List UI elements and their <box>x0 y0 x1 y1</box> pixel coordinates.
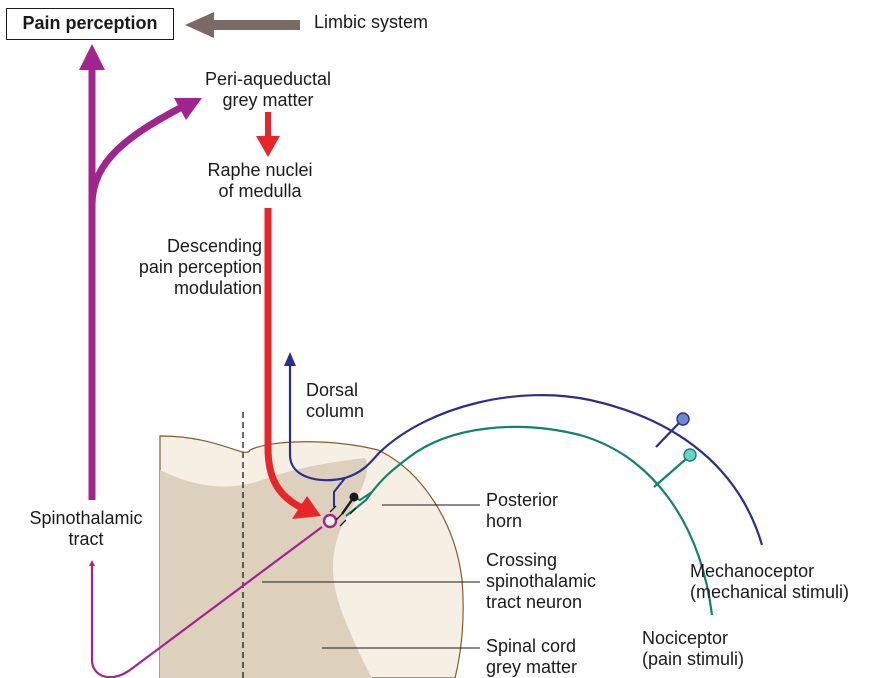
pag-label: Peri-aqueductal grey matter <box>193 69 343 111</box>
nociceptor-fibre <box>345 425 714 616</box>
crossing-neuron-body <box>322 513 338 529</box>
spinothalamic-head <box>79 44 105 70</box>
pag-to-raphe-head <box>256 136 280 157</box>
spinothalamic-label-line1: Spinothalamic <box>29 508 143 528</box>
mechanoceptor-ending <box>676 412 690 426</box>
limbic-arrow <box>185 12 300 38</box>
raphe-label: Raphe nuclei of medulla <box>190 160 330 202</box>
noci-ending-stalk <box>653 458 687 488</box>
mechano-ending-stalk <box>655 421 681 448</box>
posterior-horn-label-line2: horn <box>486 511 523 531</box>
descending-label-line1: Descending <box>166 236 262 256</box>
pain-perception-box: Pain perception <box>6 8 174 40</box>
nociceptor-label: Nociceptor (pain stimuli) <box>642 628 744 670</box>
crossing-neuron-axon <box>89 526 323 678</box>
dorsal-column-head <box>284 352 296 366</box>
mechanoceptor-fibre <box>288 394 764 546</box>
nociceptor-ending <box>683 448 697 462</box>
pag-label-line1: Peri-aqueductal <box>204 69 332 89</box>
spinothalamic-label-line2: tract <box>68 529 104 549</box>
interneuron-body <box>349 492 359 502</box>
mechanoceptor-label: Mechanoceptor (mechanical stimuli) <box>690 561 849 603</box>
mechanoceptor-label-line1: Mechanoceptor <box>690 561 815 581</box>
crossing-label-line3: tract neuron <box>486 592 583 612</box>
grey-matter-label-line1: Spinal cord <box>486 636 577 656</box>
descending-pathway <box>264 208 304 512</box>
grey-matter-label-line2: grey matter <box>486 657 578 677</box>
raphe-label-line1: Raphe nuclei <box>207 160 313 180</box>
posterior-horn-label-line1: Posterior <box>486 490 559 510</box>
synapse-marks <box>329 505 357 527</box>
raphe-label-line2: of medulla <box>218 181 302 201</box>
limbic-system-label: Limbic system <box>314 12 429 32</box>
pag-branch <box>88 104 182 206</box>
dorsal-column-label-line1: Dorsal <box>306 380 359 400</box>
dorsal-column-label-line2: column <box>306 401 365 421</box>
descending-label-line2: pain perception <box>138 257 262 277</box>
grey-matter-label: Spinal cord grey matter <box>486 636 577 678</box>
nociceptor-label-line1: Nociceptor <box>642 628 729 648</box>
descending-head <box>292 496 321 519</box>
spinothalamic-label: Spinothalamic tract <box>14 508 158 550</box>
dorsal-column-label: Dorsal column <box>306 380 364 422</box>
pag-branch-head <box>174 98 202 120</box>
descending-label: Descending pain perception modulation <box>100 236 262 299</box>
mechanoceptor-label-line2: (mechanical stimuli) <box>690 582 850 602</box>
crossing-label-line2: spinothalamic <box>486 571 597 591</box>
posterior-horn-label: Posterior horn <box>486 490 558 532</box>
descending-label-line3: modulation <box>173 278 262 298</box>
mechano-collateral <box>333 477 346 507</box>
nociceptor-label-line2: (pain stimuli) <box>642 649 745 669</box>
crossing-label-line1: Crossing <box>486 550 558 570</box>
pag-label-line2: grey matter <box>222 90 314 110</box>
crossing-label: Crossing spinothalamic tract neuron <box>486 550 596 613</box>
